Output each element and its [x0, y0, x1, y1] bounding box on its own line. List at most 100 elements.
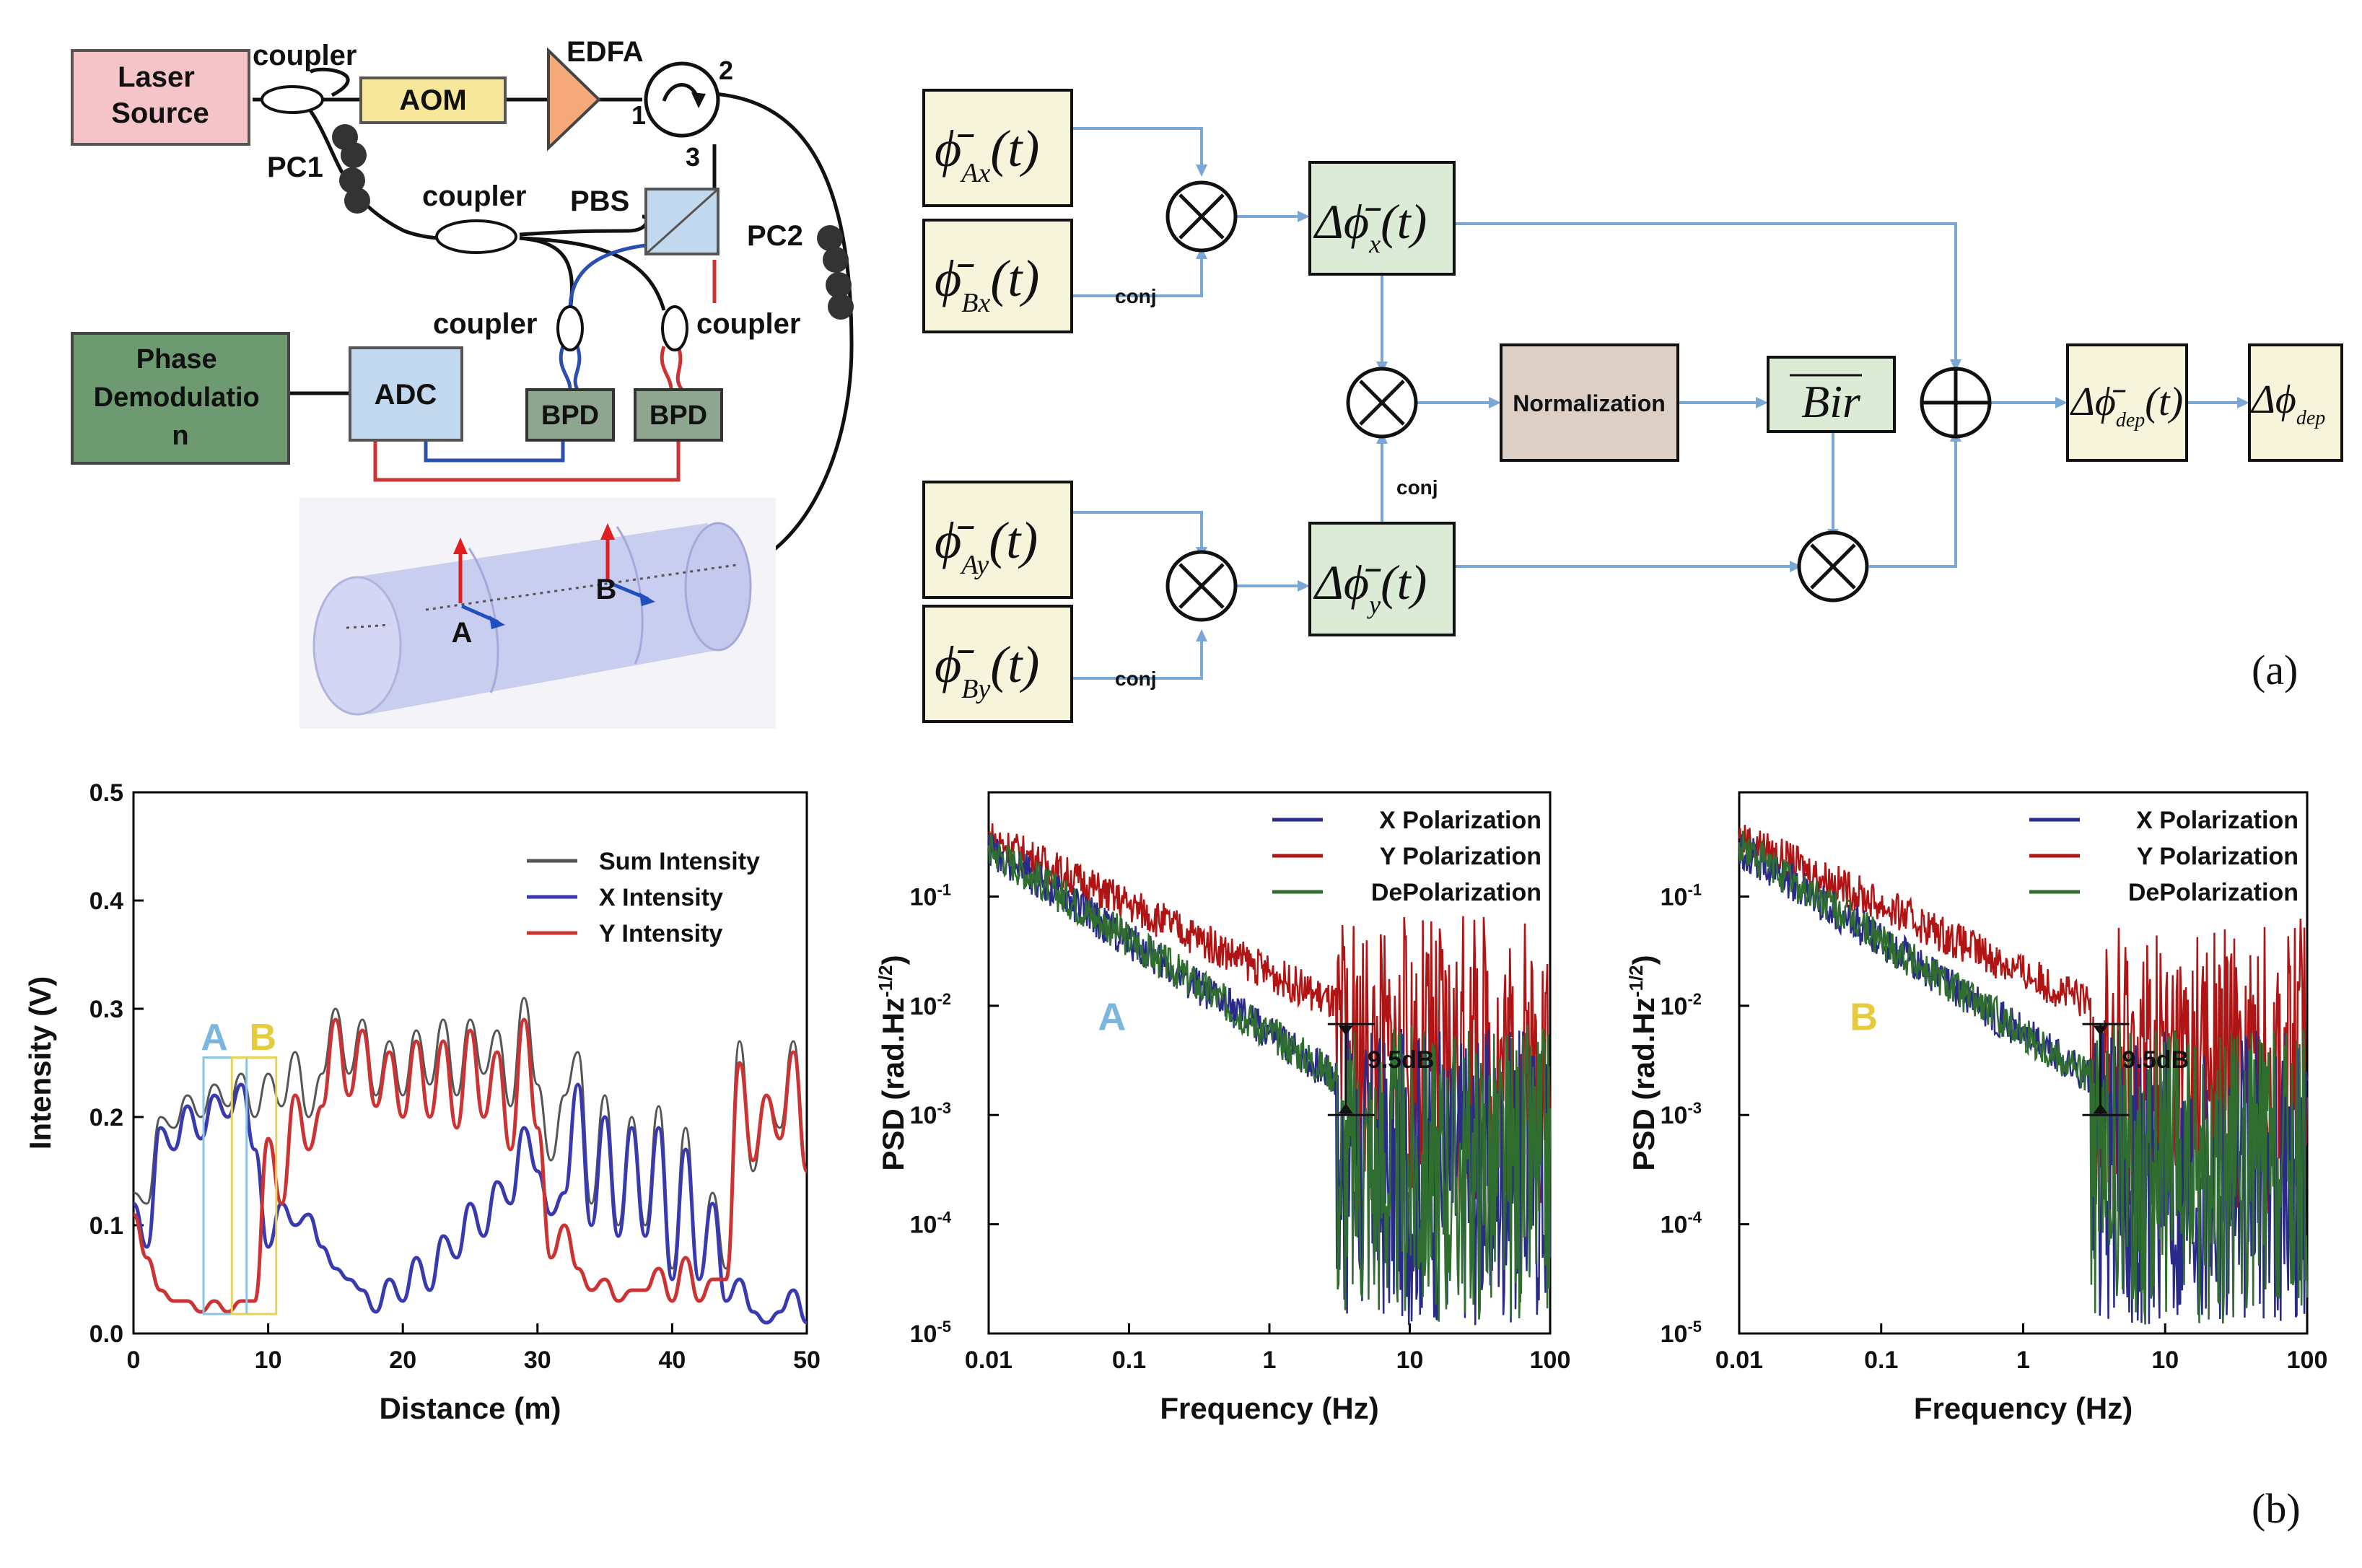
bpd-2-label: BPD — [649, 400, 707, 431]
x-tick-label: 0.1 — [1112, 1346, 1146, 1374]
port-3-label: 3 — [686, 142, 700, 172]
svg-text:Δϕdep: Δϕdep — [2250, 377, 2325, 429]
coupler-3-label: coupler — [433, 308, 537, 340]
legend-label: X Intensity — [599, 884, 723, 911]
y-tick-label: 0.4 — [89, 888, 123, 915]
x-tick-label: 20 — [389, 1346, 416, 1374]
x-tick-label: 0 — [127, 1346, 141, 1374]
y-axis-label: PSD (rad.Hz-1/2) — [1625, 955, 1661, 1170]
y-axis-label: PSD (rad.Hz-1/2) — [875, 955, 910, 1170]
delta-phi-dep-box: Δϕ̄dep(t) — [2066, 343, 2188, 462]
laser-source-box — [71, 49, 250, 146]
legend-label: Y Intensity — [599, 920, 722, 947]
x-tick-label: 0.1 — [1864, 1346, 1898, 1374]
panel-b-label: (b) — [2252, 1485, 2301, 1532]
delta-phi-dep-final-box: Δϕdep — [2248, 343, 2343, 462]
bpd-box-1 — [525, 388, 615, 442]
coupler-4-label: coupler — [696, 308, 800, 340]
port-2-label: 2 — [719, 56, 733, 85]
coupler-1-label: coupler — [253, 40, 357, 71]
series-line-depolarization — [987, 833, 1552, 1322]
phase-demodulation-label: Phase Demodulatio n — [94, 344, 268, 451]
legend-label: Y Polarization — [2137, 843, 2298, 870]
x-tick-label: 0.01 — [1715, 1346, 1763, 1374]
delta-phi-y-box: Δϕ̄y(t) — [1308, 522, 1456, 636]
coupler-2 — [435, 219, 517, 254]
bpd-box-2 — [634, 388, 723, 442]
pbs-label: PBS — [570, 185, 629, 217]
y-tick-label: 10-1 — [910, 880, 951, 911]
legend-label: X Polarization — [2136, 807, 2298, 834]
y-tick-label: 10-4 — [1661, 1209, 1702, 1239]
x-tick-label: 40 — [658, 1346, 686, 1374]
pc1-label: PC1 — [267, 152, 323, 183]
aom-box — [359, 76, 507, 124]
adc-box — [349, 346, 463, 442]
y-tick-label: 0.2 — [89, 1104, 123, 1131]
bir-label: Bir — [1801, 376, 1861, 427]
y-tick-label: 10-5 — [1661, 1318, 1702, 1348]
x-tick-label: 1 — [2016, 1346, 2030, 1374]
x-tick-label: 50 — [793, 1346, 821, 1374]
phi-bx-box: ϕ̄Bx(t) — [922, 219, 1073, 333]
db-annotation: 9.5dB — [1368, 1046, 1435, 1074]
conj-label-mid: conj — [1396, 476, 1438, 499]
point-label: B — [1850, 995, 1878, 1038]
x-axis-label: Frequency (Hz) — [1914, 1391, 2133, 1425]
legend-label: Y Polarization — [1380, 843, 1541, 870]
legend-label: Sum Intensity — [599, 848, 760, 875]
series-line-xint — [132, 1082, 808, 1325]
phi-ax-box: ϕ̄Ax(t) — [922, 89, 1073, 207]
legend-label: DePolarization — [2128, 879, 2298, 906]
y-tick-label: 0.5 — [89, 779, 123, 807]
phase-demodulation-box — [71, 332, 290, 465]
multiplier-bir-icon — [1797, 530, 1869, 603]
conj-label-y: conj — [1115, 667, 1157, 690]
pc2-paddles — [817, 225, 854, 320]
y-tick-label: 0.3 — [89, 996, 123, 1023]
y-tick-label: 10-1 — [1661, 880, 1702, 911]
multiplier-y-icon — [1165, 550, 1238, 622]
series-line-yint — [132, 1017, 809, 1314]
x-tick-label: 1 — [1263, 1346, 1277, 1374]
coupler-2-label: coupler — [422, 180, 526, 212]
plot-frame — [132, 791, 808, 1335]
series-line-y-polarization — [987, 823, 1552, 1213]
setup-diagram: Laser Source coupler AOM EDFA 1 2 3 PC1 … — [71, 36, 854, 729]
y-tick-label: 10-5 — [910, 1318, 951, 1348]
port-1-label: 1 — [631, 100, 646, 130]
pc1-paddles — [332, 124, 370, 214]
x-tick-label: 100 — [1530, 1346, 1571, 1374]
point-b-label: B — [596, 574, 617, 605]
x-tick-label: 0.01 — [965, 1346, 1012, 1374]
y-tick-label: 10-4 — [910, 1209, 952, 1239]
normalization-box — [1500, 343, 1679, 462]
y-tick-label: 10-2 — [910, 990, 951, 1020]
y-tick-label: 10-3 — [1661, 1099, 1702, 1129]
x-axis-label: Frequency (Hz) — [1160, 1391, 1378, 1425]
pc2-label: PC2 — [747, 220, 803, 252]
edfa-label: EDFA — [567, 36, 644, 68]
series-line-depolarization — [1738, 831, 2309, 1325]
laser-source-label: Laser Source — [111, 61, 209, 129]
legend-label: DePolarization — [1371, 879, 1541, 906]
y-axis-label: Intensity (V) — [23, 976, 57, 1149]
adc-label: ADC — [375, 379, 437, 411]
y-tick-label: 10-2 — [1661, 990, 1702, 1020]
coupler-1 — [261, 85, 324, 114]
region-a-label: A — [201, 1017, 228, 1059]
y-tick-label: 0.0 — [89, 1320, 123, 1348]
bpd-1-label: BPD — [541, 400, 599, 431]
point-a-label: A — [452, 617, 473, 649]
x-tick-label: 10 — [255, 1346, 282, 1374]
conj-label-x: conj — [1115, 285, 1157, 307]
x-tick-label: 10 — [2151, 1346, 2179, 1374]
x-tick-label: 10 — [1396, 1346, 1424, 1374]
multiplier-mid-icon — [1346, 367, 1418, 439]
bir-box — [1767, 356, 1896, 433]
region-a-box — [202, 1056, 248, 1315]
delta-phi-x-box: Δϕ̄x(t) — [1308, 161, 1456, 276]
